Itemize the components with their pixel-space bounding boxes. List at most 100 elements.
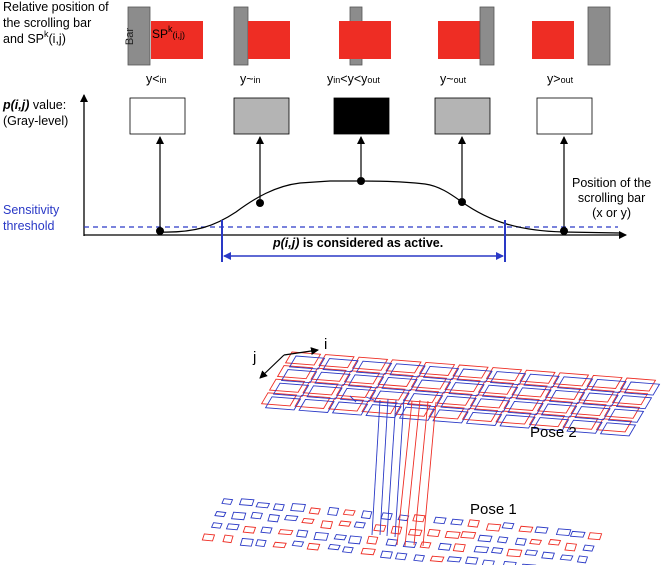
pose1-cell <box>291 504 306 512</box>
pose1-cell <box>240 538 253 546</box>
sp-block-3 <box>339 21 391 59</box>
pose1-cell <box>381 551 393 558</box>
pose1-cell <box>256 503 269 508</box>
pose2-label: Pose 2 <box>530 425 577 440</box>
position-label-3: yin<y<yout <box>327 72 380 88</box>
pose2-cell <box>319 355 354 368</box>
pose2-cell <box>299 399 334 412</box>
pose1-cell <box>361 511 371 519</box>
pose2-cell <box>601 423 636 436</box>
pose1-cell <box>391 526 402 534</box>
header-line-3: and SPk(i,j) <box>3 31 109 48</box>
pose-connector-line <box>380 399 388 535</box>
pose1-cell <box>447 557 461 562</box>
pose1-cell <box>328 507 339 515</box>
pose1-cell <box>507 549 522 556</box>
pose1-cell <box>556 529 570 536</box>
pose1-cell <box>202 534 214 541</box>
pose1-cell <box>273 504 284 511</box>
x-axis-label: Position of the scrolling bar (x or y) <box>572 176 651 221</box>
pose1-cell <box>232 512 246 520</box>
pose1-cell <box>549 540 561 546</box>
curve-point-5 <box>560 227 568 235</box>
response-curve <box>160 181 620 233</box>
pose1-cell <box>243 526 255 533</box>
pose1-cell <box>309 508 320 514</box>
pose1-cell <box>565 543 577 551</box>
pose1-cell <box>297 530 308 537</box>
header-text: Relative position of the scrolling bar a… <box>3 0 109 48</box>
pose2-cell <box>487 368 522 381</box>
pose1-cell <box>560 555 572 560</box>
curve-point-3 <box>357 177 365 185</box>
pose1-cell <box>535 527 548 533</box>
pose1-cell <box>302 518 314 523</box>
pose1-cell <box>215 511 226 516</box>
pose1-cell <box>482 560 494 565</box>
pose2-cell <box>587 375 622 388</box>
gray-box-3 <box>334 98 389 134</box>
pose1-cell <box>571 531 585 537</box>
pose-connector-line <box>372 400 380 535</box>
pose1-grid <box>202 499 601 565</box>
pose1-cell <box>428 529 440 536</box>
pose-connector-line <box>405 400 420 546</box>
pose1-cell <box>334 535 346 540</box>
scrolling-bar-5 <box>588 7 610 65</box>
sp-block-2 <box>248 21 290 59</box>
pose1-cell <box>525 550 537 555</box>
pose1-cell <box>474 546 488 552</box>
pose1-cell <box>343 510 355 515</box>
pose-connector-line <box>414 401 428 545</box>
pose1-cell <box>486 524 500 531</box>
curve-points <box>156 177 568 235</box>
pose2-cell <box>621 378 656 391</box>
pose1-cell <box>503 561 517 565</box>
curve-point-1 <box>156 227 164 235</box>
header-line-2: the scrolling bar <box>3 15 109 31</box>
pose1-cell <box>451 519 463 525</box>
pose2-cell <box>433 410 468 423</box>
pose1-cell <box>542 552 555 559</box>
pose1-cell <box>530 539 542 544</box>
bar-label: Bar <box>123 28 138 45</box>
pose1-cell <box>420 542 431 548</box>
i-axis-arrow <box>284 350 318 355</box>
pose1-cell <box>367 536 378 544</box>
gray-box-5 <box>537 98 592 134</box>
scrolling-bar-2 <box>234 7 248 65</box>
pose2-cell <box>266 397 301 410</box>
pose1-cell <box>414 555 425 561</box>
pose1-cell <box>478 535 492 542</box>
pose1-cell <box>502 523 514 529</box>
pose1-cell <box>583 545 594 551</box>
pose1-cell <box>268 514 279 521</box>
header-line-1: Relative position of <box>3 0 109 15</box>
position-label-1: y<in <box>146 72 167 88</box>
bar-sp-row <box>128 7 610 65</box>
sp-block-5 <box>532 21 574 59</box>
gray-box-2 <box>234 98 289 134</box>
pose1-cell <box>413 515 425 522</box>
pose1-label: Pose 1 <box>470 502 517 517</box>
pose2-cell <box>467 412 502 425</box>
sensitivity-threshold-label: Sensitivity threshold <box>3 202 59 234</box>
pose1-cell <box>261 527 272 533</box>
pose1-cell <box>227 524 240 530</box>
pose1-cell <box>577 556 587 563</box>
pose1-cell <box>314 532 328 540</box>
pose1-cell <box>588 533 601 540</box>
j-axis-arrow <box>260 355 284 378</box>
sp-block-4 <box>438 21 480 59</box>
curve-point-4 <box>458 198 466 206</box>
pose1-cell <box>273 542 286 547</box>
pose1-cell <box>466 557 478 564</box>
pose1-cell <box>445 531 460 538</box>
pose1-cell <box>279 530 293 535</box>
pose2-cell <box>400 407 435 420</box>
pose1-cell <box>349 536 362 544</box>
pose1-cell <box>292 541 303 546</box>
sp-label: SPk(i,j) <box>152 27 185 43</box>
pose1-cell <box>468 520 479 527</box>
pose1-cell <box>515 538 526 545</box>
